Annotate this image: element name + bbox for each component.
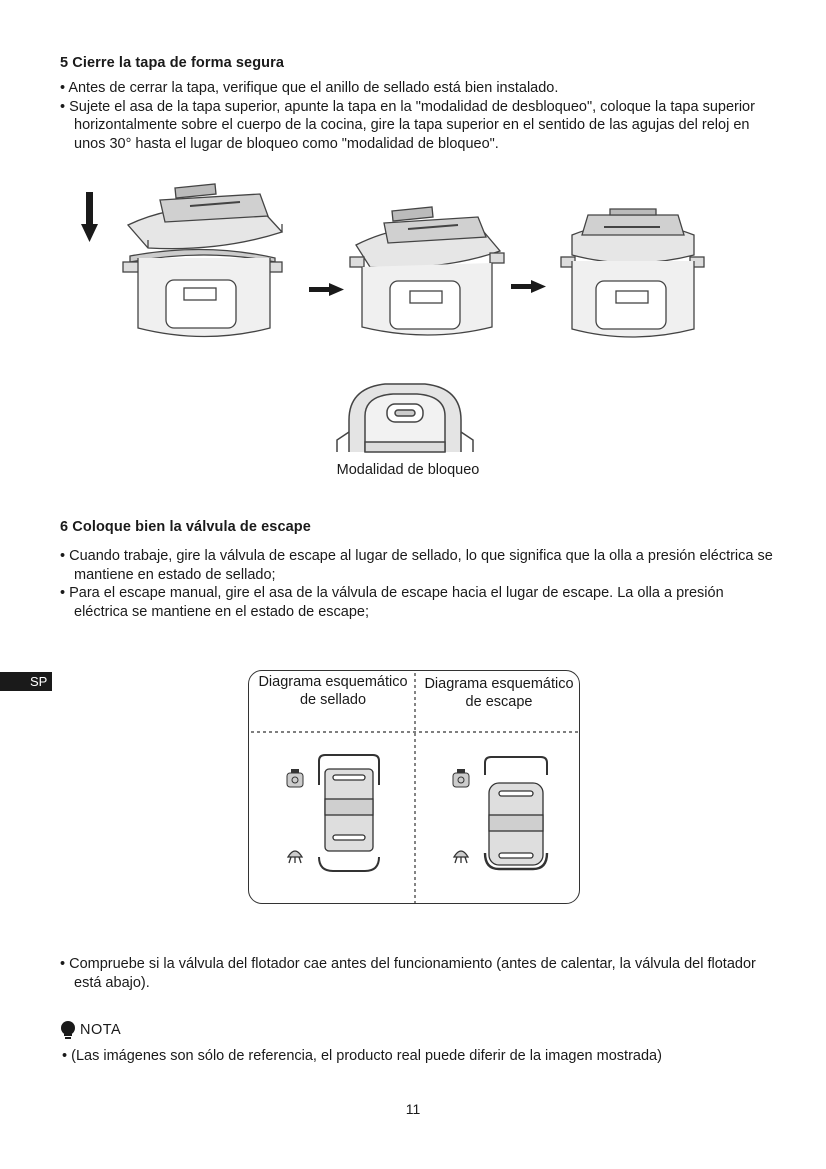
diagram-title-sealing: Diagrama esquemático de sellado [258,674,408,708]
steam-icon [452,850,470,864]
bullet-item: Sujete el asa de la tapa superior, apunt… [60,98,760,154]
section-6-heading: 6 Coloque bien la válvula de escape [60,519,311,535]
pot-icon [286,769,304,788]
float-valve-note: Compruebe si la válvula del flotador cae… [60,955,780,992]
valve-diagram: Diagrama esquemático de sellado Diagrama… [248,670,580,904]
valve-diagram-drawing [251,673,579,903]
bullet-item: Antes de cerrar la tapa, verifique que e… [60,79,760,98]
section-6-bullets: Cuando trabaje, gire la válvula de escap… [60,547,780,621]
pressure-cooker-illustration [349,206,505,336]
pressure-cooker-illustration [560,208,705,338]
bullet-item: (Las imágenes son sólo de referencia, el… [62,1047,752,1066]
down-arrow-icon [81,192,98,242]
bullet-item: Compruebe si la válvula del flotador cae… [60,955,780,992]
pot-icon [452,769,470,788]
section-5-bullets: Antes de cerrar la tapa, verifique que e… [60,79,760,153]
lightbulb-icon [61,1021,75,1039]
bullet-item: Para el escape manual, gire el asa de la… [60,584,780,621]
diagram-title-escape: Diagrama esquemático de escape [424,676,574,710]
section-5-heading: 5 Cierre la tapa de forma segura [60,55,285,71]
steam-icon [286,850,304,864]
pressure-cooker-illustration [122,183,284,338]
right-arrow-icon [309,283,344,296]
note-title: NOTA [80,1022,122,1038]
lock-mode-detail-illustration [336,383,474,453]
language-tab: SP [0,672,52,691]
note-body: (Las imágenes son sólo de referencia, el… [62,1047,752,1066]
bullet-item: Cuando trabaje, gire la válvula de escap… [60,547,780,584]
right-arrow-icon [511,280,546,293]
figure-caption: Modalidad de bloqueo [336,462,480,478]
page-number: 11 [405,1101,421,1117]
